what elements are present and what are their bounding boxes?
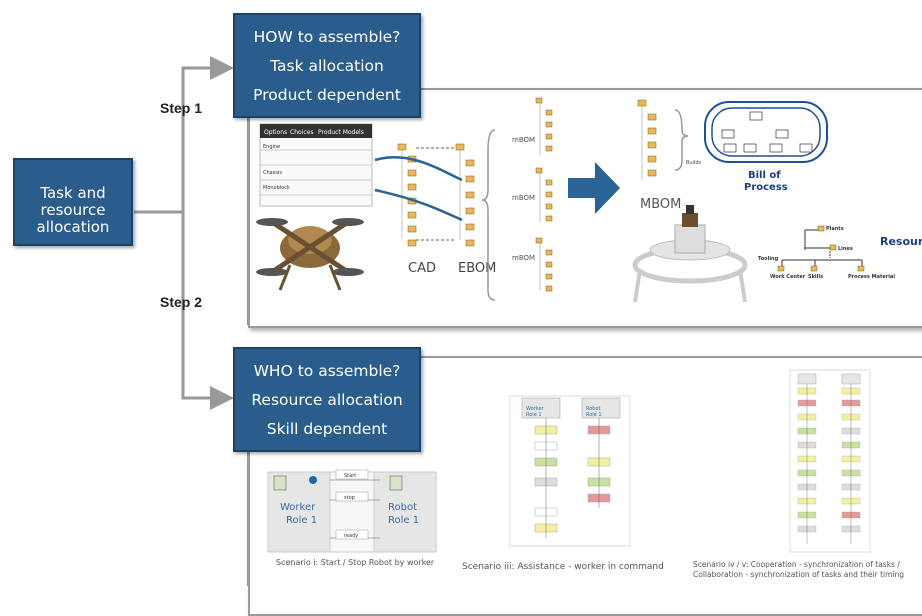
table-header-models: Product Models xyxy=(318,129,364,136)
scenario1-msg-ready: ready xyxy=(344,533,358,539)
connector-step2 xyxy=(181,212,234,410)
how-box-line-2: Task allocation xyxy=(270,57,384,75)
table-row-monoblock: Monoblock xyxy=(263,185,290,191)
mbom-small-label-2: mBOM xyxy=(512,194,535,202)
scenario2-robot-line-1: Robot xyxy=(586,406,601,412)
step-1-label: Step 1 xyxy=(160,100,203,116)
scenario-3-caption: Scenario iii: Assistance - worker in com… xyxy=(462,562,664,572)
scenario1-robot-line-2: Role 1 xyxy=(388,515,419,526)
product-options-table: Options Choices Product Models Engine Ch… xyxy=(259,123,373,207)
resource-allocation-illustration: Start stop ready Worker Role 1 Robot Rol… xyxy=(267,369,871,553)
resource-process-material: Process Material xyxy=(848,274,895,280)
mbom-tree xyxy=(637,99,657,180)
task-allocation-illustration: Options Choices Product Models Engine Ch… xyxy=(256,97,922,303)
resource-lines: Lines xyxy=(838,246,853,252)
cad-label: CAD xyxy=(408,261,436,276)
mbom-label: MBOM xyxy=(640,197,681,212)
scenario1-msg-stop: stop xyxy=(344,495,355,501)
how-box-line-3: Product dependent xyxy=(253,86,401,104)
who-box-line-2: Resource allocation xyxy=(251,391,403,409)
mbom-small-label-1: mBOM xyxy=(512,136,535,144)
scenario2-worker-line-2: Role 1 xyxy=(526,412,542,418)
resources-label: Resources xyxy=(880,235,922,248)
resource-work-center: Work Center xyxy=(770,274,806,280)
who-to-assemble-box: WHO to assemble? Resource allocation Ski… xyxy=(233,347,421,452)
scenario-4-5-caption-line-1: Scenario iv / v: Cooperation - synchroni… xyxy=(693,560,900,569)
bill-of-process-line-2: Process xyxy=(744,182,788,193)
scenario-4-5-diagram xyxy=(789,369,871,553)
resource-tooling: Tooling xyxy=(758,256,779,262)
bill-of-process-line-1: Bill of xyxy=(748,170,781,181)
scenario-3-diagram: Worker Role 1 Robot Role 1 xyxy=(509,395,631,547)
step-2-label: Step 2 xyxy=(160,294,203,310)
scenario1-worker-line-1: Worker xyxy=(280,502,316,513)
connector-step1 xyxy=(181,56,234,212)
who-box-line-3: Skill dependent xyxy=(266,420,388,438)
scenario1-worker-line-2: Role 1 xyxy=(286,515,317,526)
resources-tree: Plants Lines Tooling Work Center Skills … xyxy=(758,225,922,280)
resource-plants: Plants xyxy=(826,226,844,232)
drone-illustration xyxy=(256,218,364,291)
mbom-small-label-3: mBOM xyxy=(512,254,535,262)
scenario-1-caption: Scenario i: Start / Stop Robot by worker xyxy=(276,558,435,567)
resource-skills: Skills xyxy=(808,274,823,280)
assembly-station-illustration xyxy=(632,205,748,303)
how-box-line-1: HOW to assemble? xyxy=(253,28,401,46)
scenario-1-diagram: Start stop ready Worker Role 1 Robot Rol… xyxy=(267,469,437,553)
task-resource-allocation-box: Task and resource allocation xyxy=(13,158,133,246)
table-row-chassis: Chassis xyxy=(263,170,282,176)
who-box-line-1: WHO to assemble? xyxy=(253,362,401,380)
scenario1-msg-start: Start xyxy=(344,473,356,479)
mbom-small-trees xyxy=(535,97,553,292)
ebom-label: EBOM xyxy=(458,261,496,276)
main-box-line-3: allocation xyxy=(36,218,110,236)
scenario1-robot-line-1: Robot xyxy=(388,502,417,513)
how-to-assemble-box: HOW to assemble? Task allocation Product… xyxy=(233,13,421,118)
main-box-line-2: resource xyxy=(40,201,106,219)
builds-label: Builds xyxy=(686,160,702,166)
scenario-4-5-caption-line-2: Collaboration - synchronization of tasks… xyxy=(693,570,905,579)
scenario2-robot-line-2: Role 1 xyxy=(586,412,602,418)
bill-of-process-diagram: Bill of Process xyxy=(704,101,828,193)
table-row-engine: Engine xyxy=(263,144,280,150)
main-box-line-1: Task and xyxy=(40,184,106,202)
table-header-options: Options xyxy=(264,129,287,136)
ebom-tree xyxy=(455,143,475,247)
table-header-choices: Choices xyxy=(290,129,313,136)
big-transform-arrow xyxy=(568,162,620,214)
scenario2-worker-line-1: Worker xyxy=(526,406,545,412)
